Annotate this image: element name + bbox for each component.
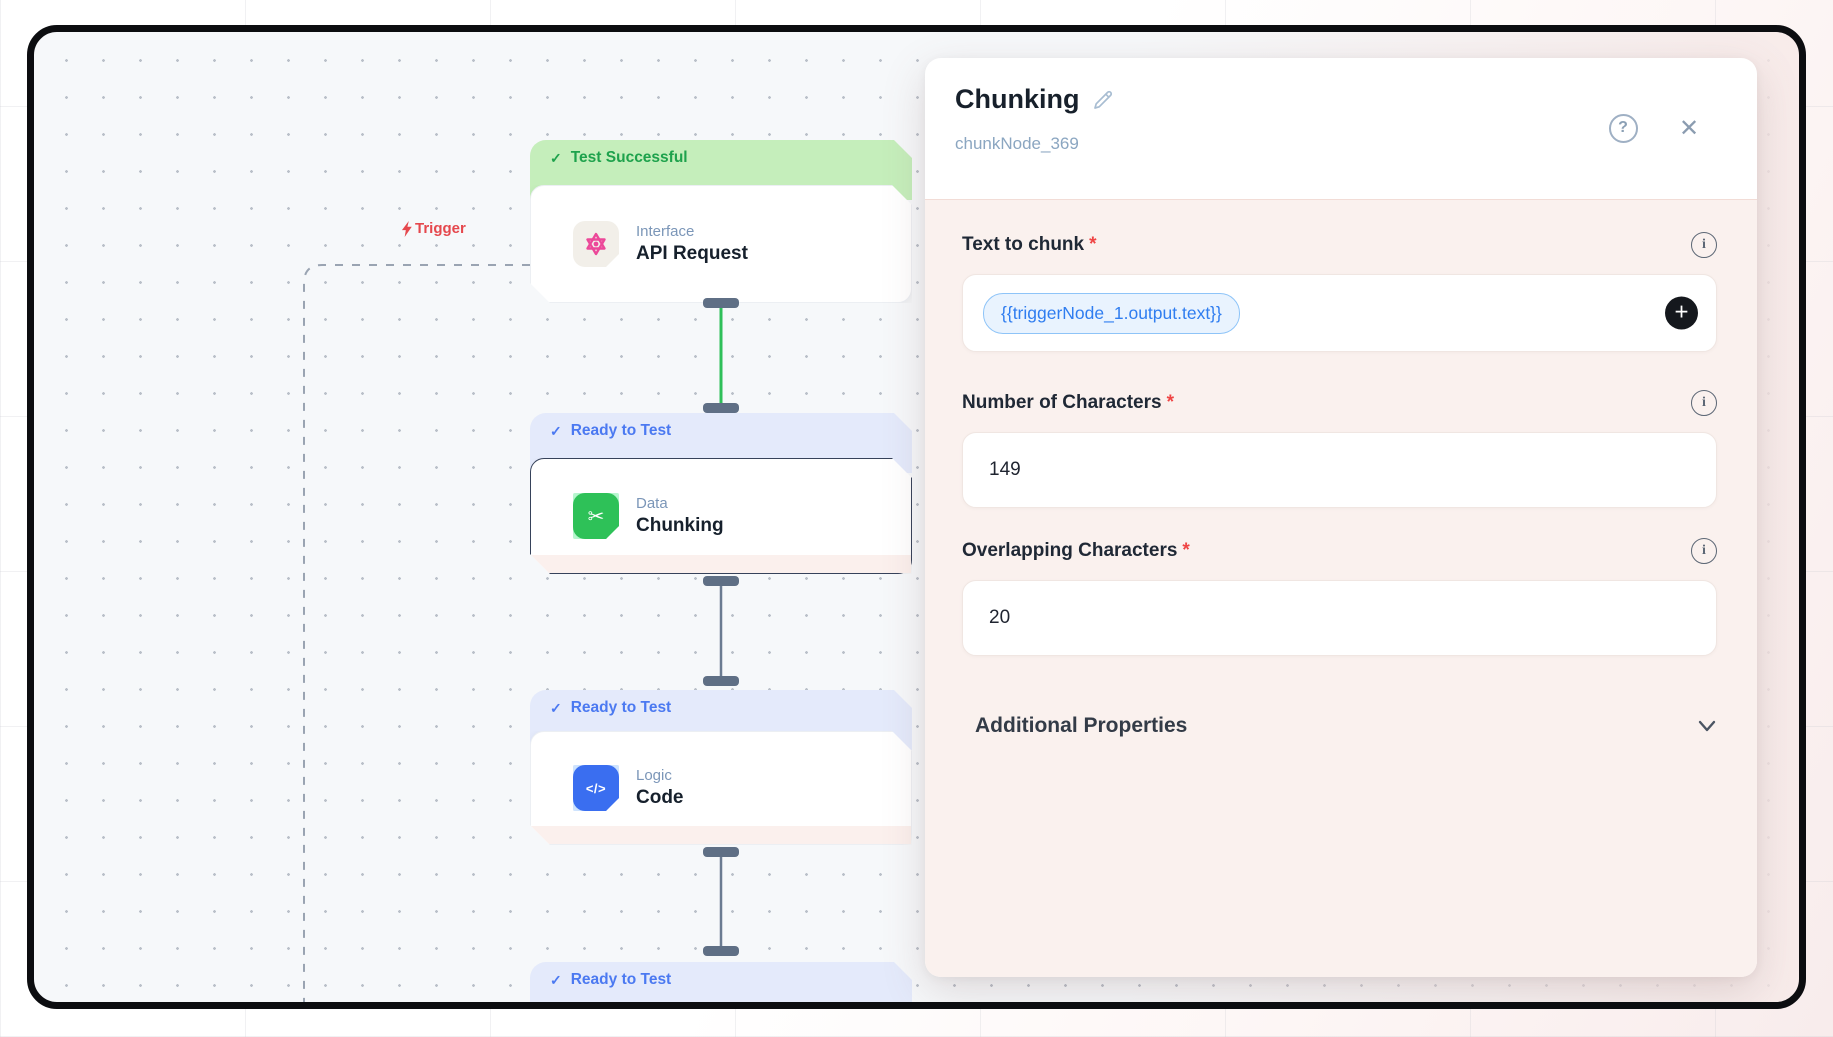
status-text: Test Successful (570, 149, 688, 166)
node-card-chunking[interactable]: ✂ Data Chunking (530, 458, 912, 574)
edit-pencil-icon[interactable] (1091, 88, 1115, 112)
field-label: Text to chunk* (962, 234, 1097, 255)
node-title: Chunking (636, 515, 724, 536)
hub-icon (573, 221, 619, 267)
handle-chunk-top[interactable] (703, 403, 739, 413)
help-icon: ? (1608, 113, 1638, 143)
lightning-bolt-icon (401, 220, 412, 237)
section-title: Additional Properties (975, 714, 1188, 737)
add-variable-button[interactable]: + (1665, 296, 1698, 330)
trigger-label-text: Trigger (415, 220, 466, 237)
status-text: Ready to Test (570, 971, 672, 988)
node-category: Interface (636, 223, 695, 240)
required-asterisk: * (1089, 234, 1097, 255)
node-id-label: chunkNode_369 (955, 134, 1079, 153)
field-label-row: Number of Characters* i (962, 390, 1717, 416)
status-text: Ready to Test (570, 699, 672, 716)
node-api-request[interactable]: ✓ Test Successful Interface API Request (530, 140, 912, 305)
node-title: API Request (636, 243, 748, 264)
variable-token-pill[interactable]: {{triggerNode_1.output.text}} (983, 292, 1240, 334)
node-code[interactable]: ✓ Ready to Test </> Logic Code (530, 690, 912, 848)
required-asterisk: * (1166, 392, 1174, 413)
trigger-dashed-edge (303, 264, 530, 1002)
overlapping-characters-input[interactable]: 20 (962, 580, 1717, 656)
node-config-panel: Chunking chunkNode_369 ? ✕ Text to chunk… (925, 58, 1757, 977)
check-icon: ✓ (550, 423, 562, 439)
node-chunking[interactable]: ✓ Ready to Test ✂ Data Chunking (530, 413, 912, 575)
required-asterisk: * (1182, 540, 1190, 561)
check-icon: ✓ (550, 700, 562, 716)
panel-divider (925, 199, 1757, 200)
help-button[interactable]: ? (1607, 112, 1639, 144)
info-icon[interactable]: i (1691, 232, 1717, 258)
check-icon: ✓ (550, 150, 562, 166)
info-icon[interactable]: i (1691, 390, 1717, 416)
scissors-icon: ✂ (573, 493, 619, 539)
code-icon: </> (573, 765, 619, 811)
handle-code-bottom[interactable] (703, 847, 739, 857)
text-to-chunk-input[interactable]: {{triggerNode_1.output.text}} + (962, 274, 1717, 352)
node-card-code[interactable]: </> Logic Code (530, 731, 912, 845)
close-icon: ✕ (1678, 114, 1700, 142)
handle-code-top[interactable] (703, 676, 739, 686)
trigger-label: Trigger (400, 220, 466, 237)
node-category: Logic (636, 767, 672, 784)
number-of-characters-input[interactable]: 149 (962, 432, 1717, 508)
additional-properties-toggle[interactable]: Additional Properties (975, 714, 1717, 738)
panel-header: Chunking chunkNode_369 ? ✕ (925, 58, 1757, 200)
status-text: Ready to Test (570, 422, 672, 439)
node-footer-strip (531, 826, 911, 844)
field-label: Number of Characters* (962, 392, 1174, 413)
scissors-glyph: ✂ (587, 505, 605, 528)
panel-title: Chunking (955, 84, 1080, 114)
handle-api-bottom[interactable] (703, 298, 739, 308)
chevron-down-icon (1698, 720, 1716, 732)
close-button[interactable]: ✕ (1673, 112, 1705, 144)
panel-form: Text to chunk* i {{triggerNode_1.output.… (925, 200, 1757, 977)
hexagram-glyph (583, 231, 609, 257)
handle-chunk-bottom[interactable] (703, 576, 739, 586)
node-footer-strip (531, 555, 911, 573)
field-label-row: Overlapping Characters* i (962, 538, 1717, 564)
field-label-row: Text to chunk* i (962, 232, 1717, 258)
node-card-api-request[interactable]: Interface API Request (530, 185, 912, 303)
node-title: Code (636, 787, 684, 808)
field-label: Overlapping Characters* (962, 540, 1190, 561)
node-category: Data (636, 495, 668, 512)
handle-next-top[interactable] (703, 946, 739, 956)
node-next-partial[interactable]: ✓ Ready to Test (530, 962, 912, 1009)
code-glyph: </> (585, 780, 607, 796)
check-icon: ✓ (550, 972, 562, 988)
status-badge-ready: ✓ Ready to Test (530, 962, 912, 1009)
workflow-canvas[interactable]: Trigger ✓ Test Successful Interface API … (27, 25, 1806, 1009)
info-icon[interactable]: i (1691, 538, 1717, 564)
connector-layer (303, 264, 739, 1002)
